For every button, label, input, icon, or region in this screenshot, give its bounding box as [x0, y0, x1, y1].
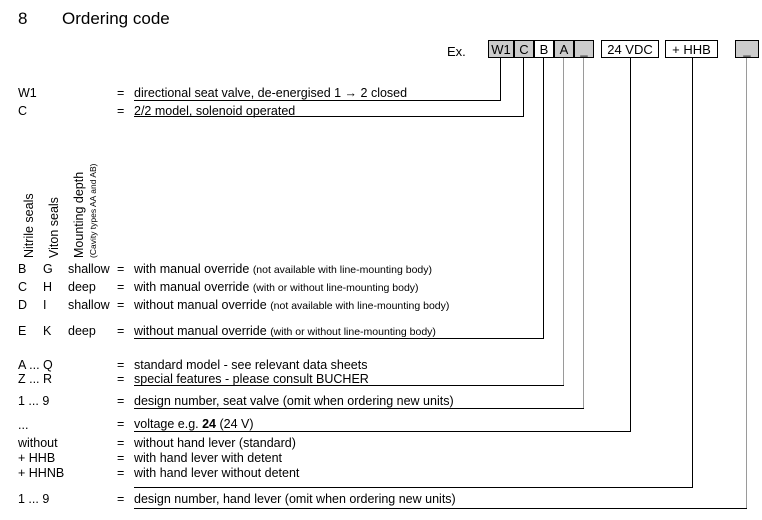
row-eq-without: = — [117, 436, 125, 450]
vlabel-nitrile-seals: Nitrile seals — [22, 193, 36, 258]
row-code-b: B — [18, 262, 27, 276]
row-note-d: (not available with line-mounting body) — [270, 300, 450, 312]
row-underline-c — [134, 116, 524, 117]
row-desc-hhnb: with hand lever without detent — [134, 466, 300, 480]
row-eq-aq: = — [117, 358, 125, 372]
connector-vline-c — [523, 58, 524, 117]
row-eq-lever-design: = — [117, 492, 125, 506]
row-eq-d: = — [117, 298, 125, 312]
row-eq-zr: = — [117, 372, 125, 386]
example-label: Ex. — [447, 44, 466, 59]
code-box-w1[interactable]: W1 — [488, 40, 514, 58]
connector-vline-lever-design — [746, 58, 747, 509]
code-box-seat-design-number[interactable]: _ — [574, 40, 594, 58]
connector-vline-voltage — [630, 58, 631, 432]
row-note-c2: (with or without line-mounting body) — [252, 282, 419, 294]
vlabel-cavity-types: (Cavity types AA and AB) — [88, 163, 98, 259]
row-desc-c: 2/2 model, solenoid operated — [134, 104, 296, 118]
row-desc-seat-design: design number, seat valve (omit when ord… — [134, 394, 454, 408]
row-eq-c: = — [117, 104, 125, 118]
row-code-voltage: ... — [18, 418, 29, 432]
connector-vline-seat-design — [583, 58, 584, 408]
connector-vline-model — [563, 58, 564, 386]
page-title: Ordering code — [62, 9, 170, 28]
code-box-c[interactable]: C — [514, 40, 534, 58]
connector-vline-seals — [543, 58, 544, 339]
row-underline-lever-design — [134, 508, 747, 509]
row-code-e: E — [18, 324, 27, 338]
row-desc-lever-design: design number, hand lever (omit when ord… — [134, 492, 456, 506]
code-box-hand-lever[interactable]: + HHB — [665, 40, 718, 58]
row-code-without: without — [18, 436, 58, 450]
row-underline-model — [134, 385, 564, 386]
row-eq-c2: = — [117, 280, 125, 294]
row-underline-seals — [134, 338, 544, 339]
row-desc-d: without manual override (not available w… — [134, 298, 449, 312]
section-number: 8 — [18, 9, 28, 28]
row-desc-e: without manual override (with or without… — [134, 324, 436, 338]
code-box-voltage[interactable]: 24 VDC — [601, 40, 659, 58]
row-desc-hhb: with hand lever with detent — [134, 451, 283, 465]
vlabel-viton-seals: Viton seals — [47, 197, 61, 258]
connector-vline-w1 — [500, 58, 501, 101]
row-desc-voltage-value: 24 — [202, 417, 217, 431]
row-desc-c2-main: with manual override — [134, 280, 253, 294]
row-underline-w1 — [134, 100, 501, 101]
row-desc-d-main: without manual override — [134, 298, 271, 312]
row-desc-without: without hand lever (standard) — [134, 436, 296, 450]
row-code-zr: Z ... R — [18, 372, 53, 386]
row-desc-e-main: without manual override — [134, 324, 271, 338]
row-desc-w1: directional seat valve, de-energised 1 →… — [134, 86, 408, 100]
row-desc-voltage-pre: voltage e.g. — [134, 417, 203, 431]
vlabel-mounting-depth: Mounting depth — [72, 171, 86, 258]
row-underline-seat-design — [134, 408, 584, 409]
row-desc-voltage-post: (24 V) — [216, 417, 254, 431]
code-box-b[interactable]: B — [534, 40, 554, 58]
row-eq-voltage: = — [117, 417, 125, 431]
row-desc-b-main: with manual override — [134, 262, 253, 276]
row-eq-b: = — [117, 262, 125, 276]
code-box-lever-design-number[interactable]: _ — [735, 40, 759, 58]
row-desc-b: with manual override (not available with… — [134, 262, 432, 276]
row-underline-hand-lever — [134, 487, 693, 488]
row-depth-shallow-b: shallow — [68, 262, 110, 276]
row-note-e: (with or without line-mounting body) — [270, 326, 436, 338]
row-code-w1: W1 — [18, 86, 37, 100]
row-desc-voltage: voltage e.g. 24 (24 V) — [134, 417, 254, 431]
row-depth-deep-e: deep — [68, 324, 96, 338]
code-box-a[interactable]: A — [554, 40, 574, 58]
row-desc-c2: with manual override (with or without li… — [134, 280, 419, 294]
row-desc-zr: special features - please consult BUCHER — [134, 372, 369, 386]
row-code-i: I — [43, 298, 47, 312]
row-code-d: D — [18, 298, 28, 312]
row-code-g: G — [43, 262, 53, 276]
connector-vline-hand-lever — [692, 58, 693, 488]
row-underline-voltage — [134, 431, 631, 432]
row-code-c2: C — [18, 280, 28, 294]
row-eq-w1: = — [117, 86, 125, 100]
row-note-b: (not available with line-mounting body) — [252, 264, 432, 276]
row-code-hhb: + HHB — [18, 451, 56, 465]
row-eq-e: = — [117, 324, 125, 338]
row-code-aq: A ... Q — [18, 358, 53, 372]
row-desc-aq: standard model - see relevant data sheet… — [134, 358, 368, 372]
row-code-seat-design: 1 ... 9 — [18, 394, 50, 408]
row-eq-hhnb: = — [117, 466, 125, 480]
row-depth-deep-c: deep — [68, 280, 96, 294]
row-code-lever-design: 1 ... 9 — [18, 492, 50, 506]
row-code-hhnb: + HHNB — [18, 466, 65, 480]
row-code-c: C — [18, 104, 28, 118]
row-depth-shallow-d: shallow — [68, 298, 110, 312]
row-eq-hhb: = — [117, 451, 125, 465]
row-code-h: H — [43, 280, 53, 294]
row-eq-seat-design: = — [117, 394, 125, 408]
row-code-k: K — [43, 324, 52, 338]
